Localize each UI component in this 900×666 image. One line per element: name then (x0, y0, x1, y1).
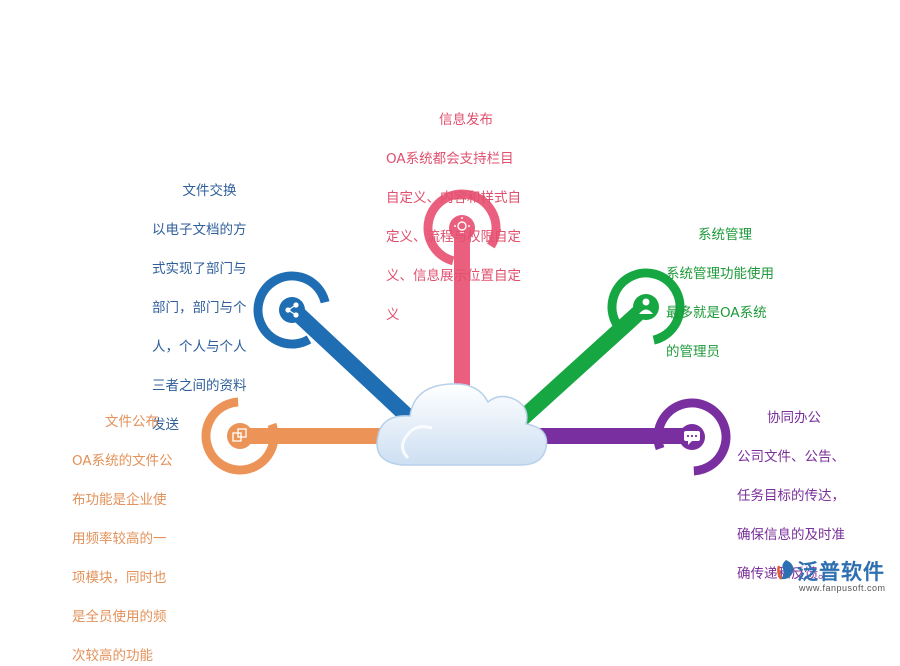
file-publish-line: 是全员使用的频 (72, 608, 167, 625)
fanpusoft-logo: 泛普软件 www.fanpusoft.com (775, 556, 895, 596)
file-publish-line: OA系统的文件公 (72, 452, 173, 469)
node-info-release-text: 信息发布 OA系统都会支持栏目 自定义、内容和样式自 定义、流程与权限自定 义、… (386, 91, 546, 325)
file-exchange-line: 部门，部门与个 (152, 299, 247, 316)
logo-brand: 泛普软件 (797, 560, 885, 584)
file-publish-line: 用频率较高的一 (72, 530, 167, 547)
info-release-line: 义 (386, 306, 400, 323)
node-file-publish (201, 397, 279, 475)
node-system-management (607, 268, 685, 346)
file-exchange-line: 以电子文档的方 (152, 221, 247, 238)
collaborative-office-title: 协同办公 (767, 409, 821, 426)
collaborative-office-line: 任务目标的传达， (737, 487, 845, 504)
system-management-title: 系统管理 (698, 226, 752, 243)
file-publish-line: 项模块，同时也 (72, 569, 167, 586)
system-management-line: 最多就是OA系统 (666, 304, 767, 321)
file-publish-line: 布功能是企业使 (72, 491, 167, 508)
documents-icon (232, 428, 247, 442)
lightbulb-icon (454, 217, 470, 233)
chat-icon (684, 431, 700, 445)
system-management-line: 的管理员 (666, 343, 720, 360)
node-file-publish-text: 文件公布 OA系统的文件公 布功能是企业使 用频率较高的一 项模块，同时也 是全… (72, 393, 192, 666)
collaborative-office-line: 确保信息的及时准 (737, 526, 845, 543)
file-exchange-title: 文件交换 (182, 182, 237, 199)
admin-user-icon (639, 298, 653, 314)
brand-mark-icon (777, 560, 794, 580)
cloud-icon (376, 383, 548, 466)
spoke-file-exchange (288, 304, 428, 436)
file-exchange-line: 人，个人与个人 (152, 338, 247, 355)
info-release-line: OA系统都会支持栏目 (386, 150, 514, 167)
file-publish-line: 次较高的功能 (72, 647, 153, 664)
node-file-exchange (253, 271, 331, 349)
node-collaborative-office (653, 398, 731, 476)
node-system-management-text: 系统管理 系统管理功能使用 最多就是OA系统 的管理员 (666, 206, 801, 362)
collaborative-office-line: 公司文件、公告、 (737, 448, 845, 465)
file-exchange-line: 发送 (152, 416, 179, 433)
system-management-line: 系统管理功能使用 (666, 265, 774, 282)
file-exchange-line: 三者之间的资料 (152, 377, 247, 394)
spoke-system-management (507, 299, 653, 433)
file-publish-title: 文件公布 (105, 413, 159, 430)
info-release-line: 定义、流程与权限自定 (386, 228, 521, 245)
node-collaborative-office-text: 协同办公 公司文件、公告、 任务目标的传达， 确保信息的及时准 确传递和反馈。 (737, 389, 867, 584)
logo-url: www.fanpusoft.com (799, 583, 886, 593)
node-file-exchange-text: 文件交换 以电子文档的方 式实现了部门与 部门，部门与个 人，个人与个人 三者之… (152, 162, 267, 435)
info-release-title: 信息发布 (439, 111, 493, 128)
info-release-line: 自定义、内容和样式自 (386, 189, 521, 206)
share-icon (285, 302, 299, 318)
hub-diagram (201, 189, 731, 476)
info-release-line: 义、信息展示位置自定 (386, 267, 521, 284)
file-exchange-line: 式实现了部门与 (152, 260, 247, 277)
